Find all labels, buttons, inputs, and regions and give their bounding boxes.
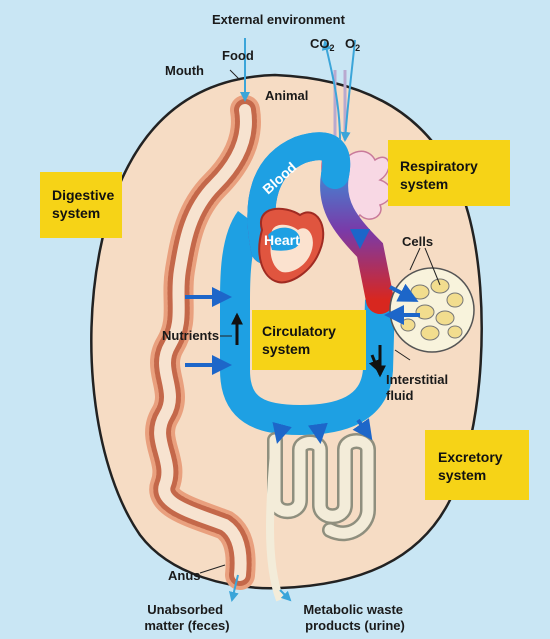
metabolic-waste-label: Metabolic waste products (urine) — [303, 602, 406, 633]
cells-label: Cells — [402, 234, 433, 249]
circulatory-system-box — [252, 310, 366, 370]
food-label: Food — [222, 48, 254, 63]
o2-label: O2 — [345, 36, 360, 53]
cells-cluster — [390, 268, 474, 352]
anus-label: Anus — [168, 568, 201, 583]
animal-label: Animal — [265, 88, 308, 103]
excretory-system-box — [425, 430, 529, 500]
heart-label: Heart — [264, 232, 300, 248]
unabsorbed-matter-label: Unabsorbed matter (feces) — [144, 602, 229, 633]
mouth-label: Mouth — [165, 63, 204, 78]
external-environment-label: External environment — [212, 12, 346, 27]
co2-label: CO2 — [310, 36, 335, 53]
nutrients-label: Nutrients — [162, 328, 219, 343]
